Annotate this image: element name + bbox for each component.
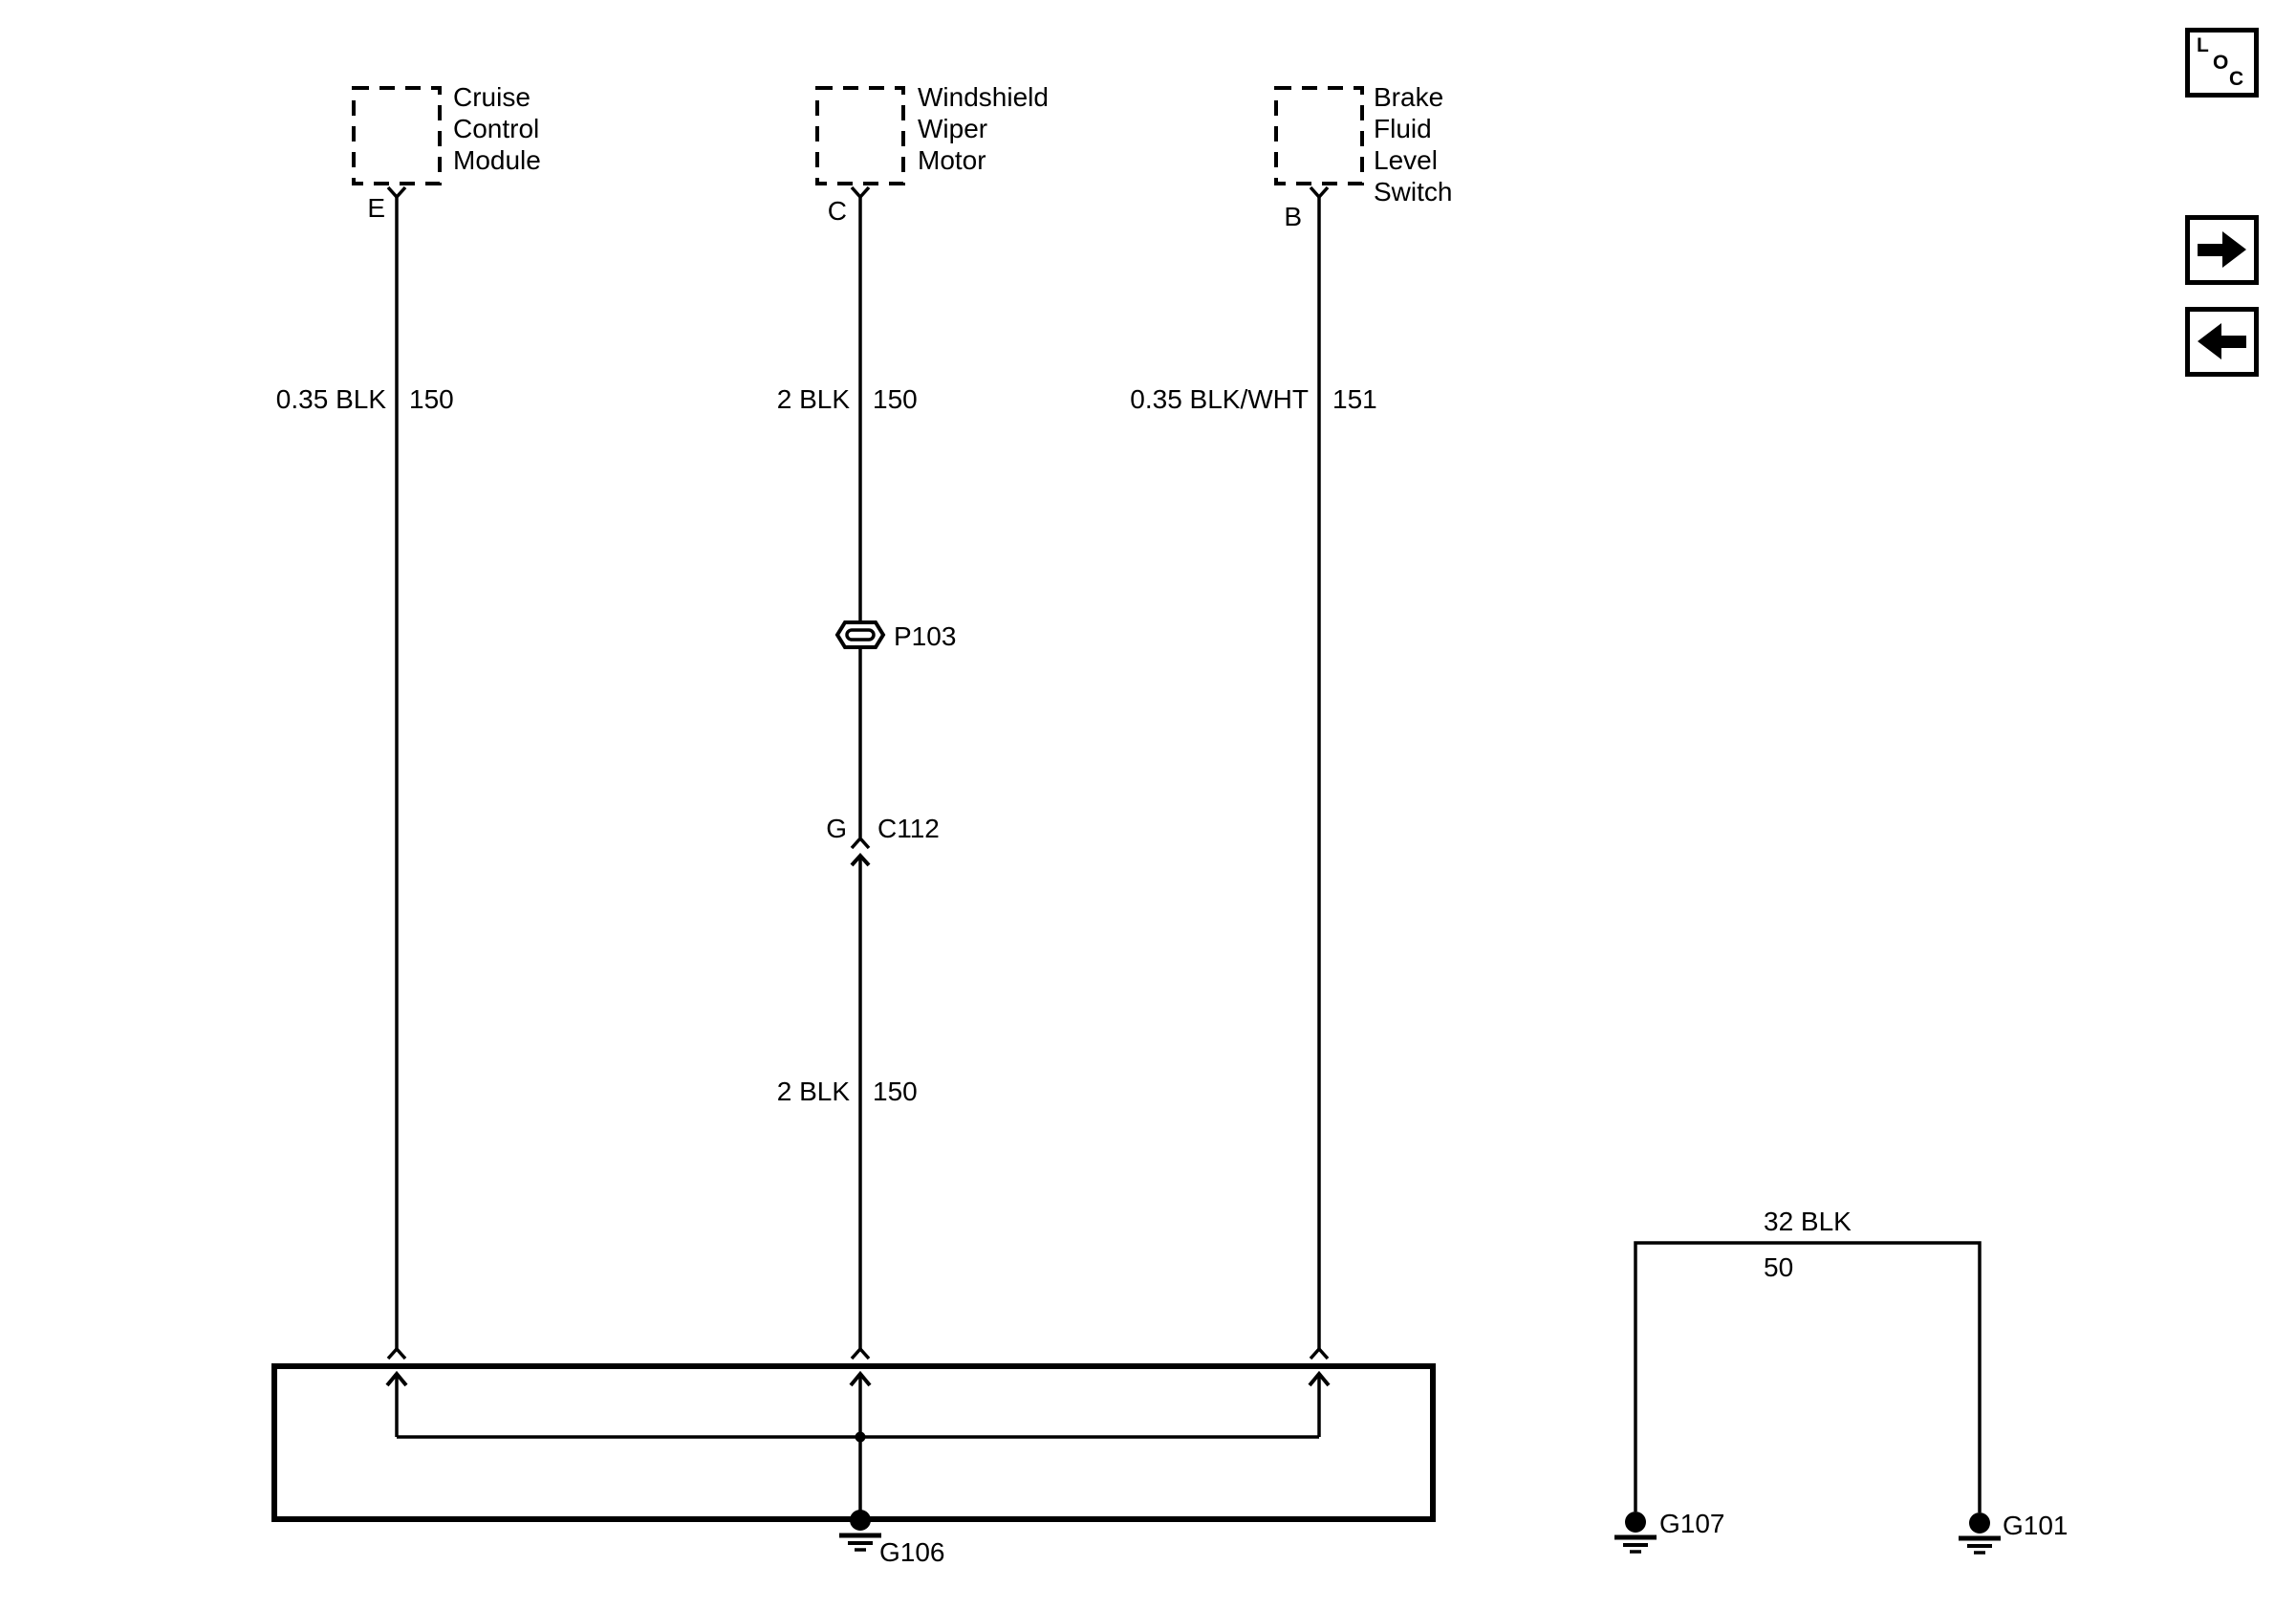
component-name-line: Switch bbox=[1374, 177, 1453, 207]
splice-label-p103: P103 bbox=[894, 621, 957, 651]
ground-bus-box bbox=[271, 1363, 1436, 1522]
wire-size-color-label: 0.35 BLK bbox=[275, 384, 386, 414]
connector-label-c112: C112 bbox=[877, 814, 940, 843]
brake-fluid-level-switch-box bbox=[1274, 86, 1364, 185]
windshield-wiper-motor-box bbox=[815, 86, 905, 185]
wire-cruise-ground bbox=[386, 197, 407, 1360]
cruise-control-module-box bbox=[352, 86, 442, 185]
pin-label-c: C bbox=[827, 196, 847, 226]
component-name-line: Windshield bbox=[918, 82, 1049, 112]
component-name-line: Cruise bbox=[453, 82, 531, 112]
ground-strap-wire bbox=[1634, 1241, 1982, 1512]
junction-dot bbox=[855, 1431, 866, 1443]
wire-circuit-label: 151 bbox=[1332, 384, 1377, 414]
page-back-button[interactable] bbox=[2185, 307, 2259, 377]
wire-circuit-label: 150 bbox=[873, 384, 918, 414]
pin-label-b: B bbox=[1284, 202, 1302, 231]
wire-wiper-ground bbox=[850, 197, 871, 1360]
component-name-line: Wiper bbox=[918, 114, 988, 143]
ground-symbol-g101-icon bbox=[1959, 1512, 2001, 1555]
ground-label-g101: G101 bbox=[2003, 1511, 2069, 1540]
pin-terminal-y-icon bbox=[386, 185, 1330, 200]
page-forward-button[interactable] bbox=[2185, 215, 2259, 285]
ground-symbol-g106-icon bbox=[839, 1510, 881, 1552]
ground-label-g107: G107 bbox=[1659, 1509, 1725, 1538]
cruise-control-module-label: Cruise Control Module bbox=[453, 82, 541, 177]
ground-symbol-g107-icon bbox=[1614, 1512, 1657, 1554]
wire-size-color-label: 2 BLK bbox=[776, 1077, 850, 1106]
component-name-line: Motor bbox=[918, 145, 986, 175]
component-name-line: Fluid bbox=[1374, 114, 1432, 143]
arrow-right-icon bbox=[2198, 231, 2246, 268]
strap-size-color-label: 32 BLK bbox=[1764, 1207, 1852, 1236]
component-name-line: Brake bbox=[1374, 82, 1444, 112]
pin-label-e: E bbox=[367, 193, 385, 223]
loc-letter-l: L bbox=[2197, 34, 2209, 56]
wire-size-color-label: 0.35 BLK/WHT bbox=[1130, 384, 1309, 414]
component-name-line: Module bbox=[453, 145, 541, 175]
loc-button[interactable]: L O C bbox=[2185, 28, 2259, 98]
wire-circuit-label: 150 bbox=[873, 1077, 918, 1106]
strap-circuit-label: 50 bbox=[1764, 1252, 1794, 1282]
windshield-wiper-motor-label: Windshield Wiper Motor bbox=[918, 82, 1049, 177]
wire-circuit-label: 150 bbox=[409, 384, 454, 414]
ground-label-g106: G106 bbox=[879, 1537, 945, 1567]
component-name-line: Level bbox=[1374, 145, 1438, 175]
component-name-line: Control bbox=[453, 114, 540, 143]
wire-size-color-label: 2 BLK bbox=[776, 384, 850, 414]
brake-fluid-level-switch-label: Brake Fluid Level Switch bbox=[1374, 82, 1452, 208]
connector-pin-label-g: G bbox=[826, 814, 847, 843]
ground-bus-internal-links bbox=[385, 1370, 1331, 1519]
loc-letter-o: O bbox=[2213, 52, 2229, 74]
loc-letter-c: C bbox=[2229, 68, 2244, 90]
wire-brake-ground bbox=[1309, 197, 1330, 1360]
arrow-left-icon bbox=[2198, 323, 2246, 359]
splice-p103-icon bbox=[834, 620, 886, 649]
